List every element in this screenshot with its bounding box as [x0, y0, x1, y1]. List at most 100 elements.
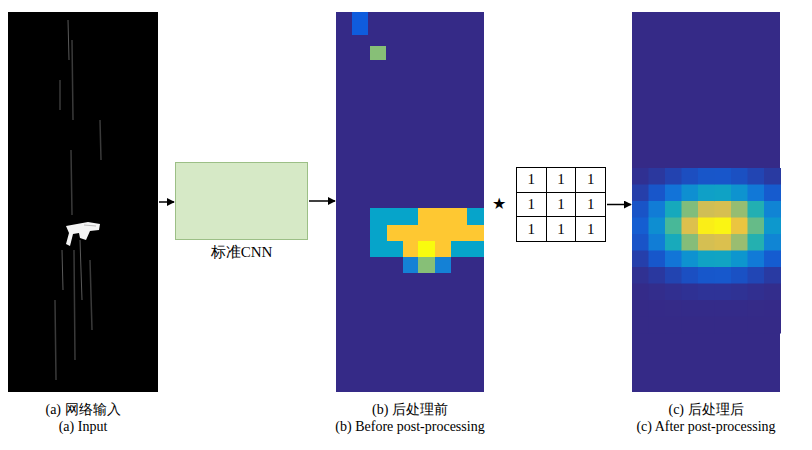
heat-cell — [682, 251, 699, 268]
heat-cell — [731, 251, 748, 268]
heat-cell — [649, 300, 666, 317]
panel-caption: (c) 后处理后 — [592, 401, 812, 418]
heat-cell — [764, 168, 781, 185]
heat-cell — [649, 234, 666, 251]
heat-cell — [698, 168, 715, 185]
caption: (c) 后处理后(c) After post-processing — [592, 401, 812, 435]
heat-cell — [731, 218, 748, 235]
heat-cell — [632, 201, 649, 218]
kernel-grid: 111111111 — [516, 167, 606, 242]
heat-cell — [698, 201, 715, 218]
heatmap-after — [632, 12, 781, 392]
heat-cell — [731, 168, 748, 185]
heat-cell — [665, 251, 682, 268]
heat-cell — [698, 251, 715, 268]
heat-cell — [698, 234, 715, 251]
heat-cell — [715, 284, 732, 301]
heat-cell — [665, 218, 682, 235]
output-panel: (b) 后处理前(b) Before post-processing — [336, 12, 484, 392]
heat-cell — [632, 251, 649, 268]
flow-arrow — [309, 200, 335, 202]
heat-cell — [715, 185, 732, 202]
heat-cell — [682, 218, 699, 235]
heat-cell — [748, 168, 765, 185]
heat-cell — [764, 284, 781, 301]
heat-cell — [632, 168, 649, 185]
kernel-cell: 1 — [547, 168, 577, 193]
panel-caption: (a) Input — [0, 418, 198, 435]
heat-cell — [731, 185, 748, 202]
heat-cell — [632, 267, 649, 284]
heat-cell — [632, 185, 649, 202]
heat-cell — [649, 317, 666, 334]
heat-cell — [748, 300, 765, 317]
heat-cell — [731, 300, 748, 317]
heat-cell — [649, 168, 666, 185]
heat-cell — [764, 234, 781, 251]
caption: (a) 网络输入(a) Input — [0, 401, 198, 435]
heat-cell — [715, 317, 732, 334]
heat-cell — [748, 185, 765, 202]
heat-cell — [698, 317, 715, 334]
heat-cell — [649, 201, 666, 218]
heat-cell — [682, 317, 699, 334]
heat-cell — [665, 267, 682, 284]
heat-cell — [748, 218, 765, 235]
heat-cell — [665, 185, 682, 202]
heat-cell — [698, 284, 715, 301]
heat-cell — [764, 267, 781, 284]
convolution-symbol: ★ — [492, 196, 506, 212]
flow-arrow — [607, 204, 631, 206]
heat-cell — [698, 267, 715, 284]
heat-cell — [682, 300, 699, 317]
heat-cell — [731, 284, 748, 301]
heat-cell — [715, 201, 732, 218]
heat-cell — [715, 168, 732, 185]
caption: 标准CNN — [156, 243, 327, 262]
heat-cell — [682, 168, 699, 185]
heat-cell — [665, 300, 682, 317]
panel-caption: (a) 网络输入 — [0, 401, 198, 418]
heat-cell — [649, 218, 666, 235]
heatmap-before — [336, 12, 484, 392]
heat-cell — [682, 234, 699, 251]
heat-cell — [632, 300, 649, 317]
output-panel: (c) 后处理后(c) After post-processing — [632, 12, 780, 392]
heat-cell — [748, 267, 765, 284]
heat-cell — [665, 234, 682, 251]
panel-caption: (c) After post-processing — [592, 418, 812, 435]
kernel-cell: 1 — [517, 193, 547, 218]
heat-cell — [698, 300, 715, 317]
panel-caption: (b) Before post-processing — [296, 418, 524, 435]
heat-cell — [748, 201, 765, 218]
heat-cell — [731, 234, 748, 251]
heat-cell — [682, 284, 699, 301]
heat-cell — [715, 300, 732, 317]
heat-cell — [649, 284, 666, 301]
heat-cell — [748, 234, 765, 251]
heat-cell — [682, 185, 699, 202]
heat-cell — [698, 218, 715, 235]
heat-cell — [764, 251, 781, 268]
heat-cell — [632, 284, 649, 301]
kernel-cell: 1 — [517, 217, 547, 242]
heat-cell — [764, 201, 781, 218]
heat-cell — [632, 218, 649, 235]
panel-caption: (b) 后处理前 — [296, 401, 524, 418]
caption: (b) 后处理前(b) Before post-processing — [296, 401, 524, 435]
heat-cell — [632, 317, 649, 334]
network-label: 标准CNN — [211, 244, 273, 260]
input-panel: (a) 网络输入(a) Input — [8, 12, 158, 392]
heat-cell — [764, 218, 781, 235]
kernel-cell: 1 — [576, 168, 606, 193]
heat-cell — [764, 185, 781, 202]
heat-cell — [682, 267, 699, 284]
heat-cell — [731, 267, 748, 284]
heat-cell — [715, 234, 732, 251]
kernel-cell: 1 — [547, 193, 577, 218]
flow-arrow — [159, 201, 174, 203]
heat-cell — [764, 300, 781, 317]
heat-cell — [748, 284, 765, 301]
